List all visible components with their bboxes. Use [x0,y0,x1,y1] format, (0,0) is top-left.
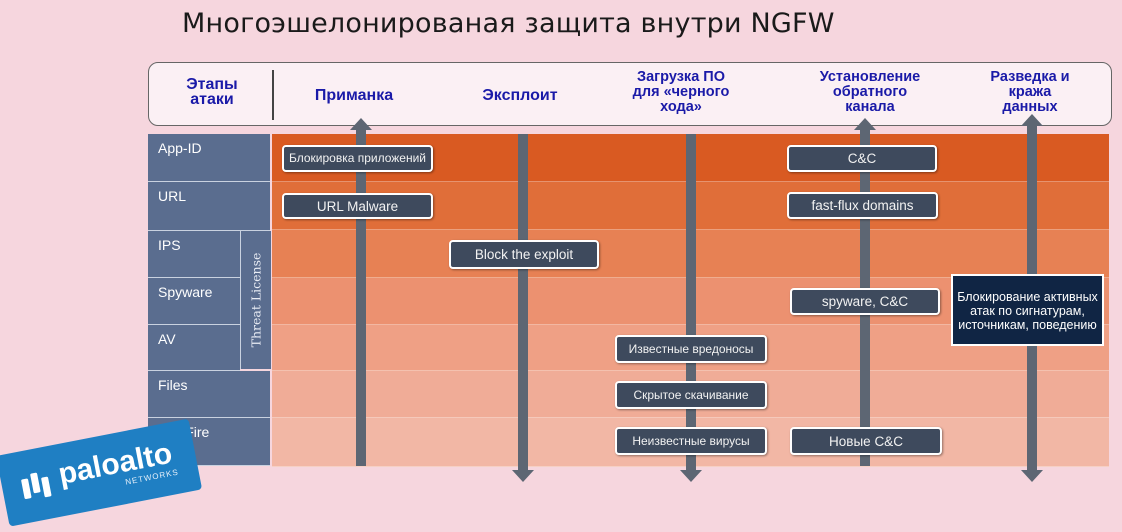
header-divider [272,70,274,120]
block-cc: C&C [787,145,937,172]
page-title: Многоэшелонированая защита внутри NGFW [182,8,835,39]
line-bait [356,130,366,466]
arrow-up-bait [350,118,372,130]
line-backdoor [686,134,696,472]
row-label-spyware: Spyware [148,278,240,325]
arrow-down-backdoor [680,470,702,482]
paloalto-logo-icon [21,472,52,500]
paloalto-logo: paloalto NETWORKS [0,418,203,527]
row-label-url: URL [148,182,270,231]
block-unknown-viruses: Неизвестные вирусы [615,427,767,455]
attack-stages-header [148,62,1112,126]
stage-bait: Приманка [314,87,394,104]
arrow-up-backchannel [854,118,876,130]
arrow-down-recon [1021,470,1043,482]
block-spyware-cc: spyware, C&C [790,288,940,315]
arrow-up-recon [1021,114,1043,126]
row-label-files: Files [148,371,270,418]
block-fast-flux: fast-flux domains [787,192,938,219]
block-url-malware: URL Malware [282,193,433,219]
block-known-malware: Известные вредоносы [615,335,767,363]
block-app-blocking: Блокировка приложений [282,145,433,172]
block-exploit: Block the exploit [449,240,599,269]
block-hidden-download: Скрытое скачивание [615,381,767,409]
callout-active-attack-blocking: Блокирование активных атак по сигнатурам… [951,274,1104,346]
block-new-cc: Новые C&C [790,427,942,455]
stage-exploit: Эксплоит [482,87,558,104]
threat-license-label: Threat License [240,231,271,369]
row-label-ips: IPS [148,231,240,278]
line-exploit [518,134,528,472]
row-label-app-id: App-ID [148,134,270,182]
logo-wordmark: paloalto [55,436,175,492]
row-label-av: AV [148,325,240,371]
arrow-down-exploit [512,470,534,482]
